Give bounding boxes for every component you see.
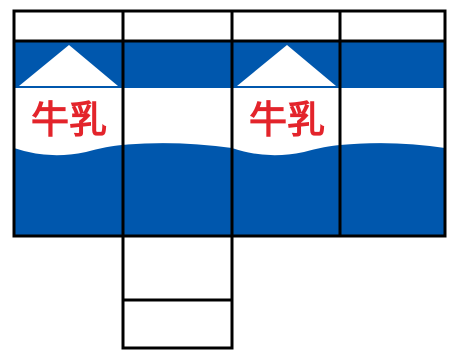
bottom-flap: [121, 298, 234, 350]
milk-label-1: 牛乳: [31, 98, 107, 142]
bottom-extension: [121, 234, 234, 350]
roof-triangle-1: [19, 45, 118, 86]
milk-label-2: 牛乳: [249, 98, 325, 142]
roof-triangle-2: [237, 45, 336, 86]
top-flap-strip: [14, 11, 445, 41]
bottom-face: [121, 234, 234, 302]
label-band: [14, 88, 445, 148]
lower-blue-wave-area: [14, 143, 445, 236]
